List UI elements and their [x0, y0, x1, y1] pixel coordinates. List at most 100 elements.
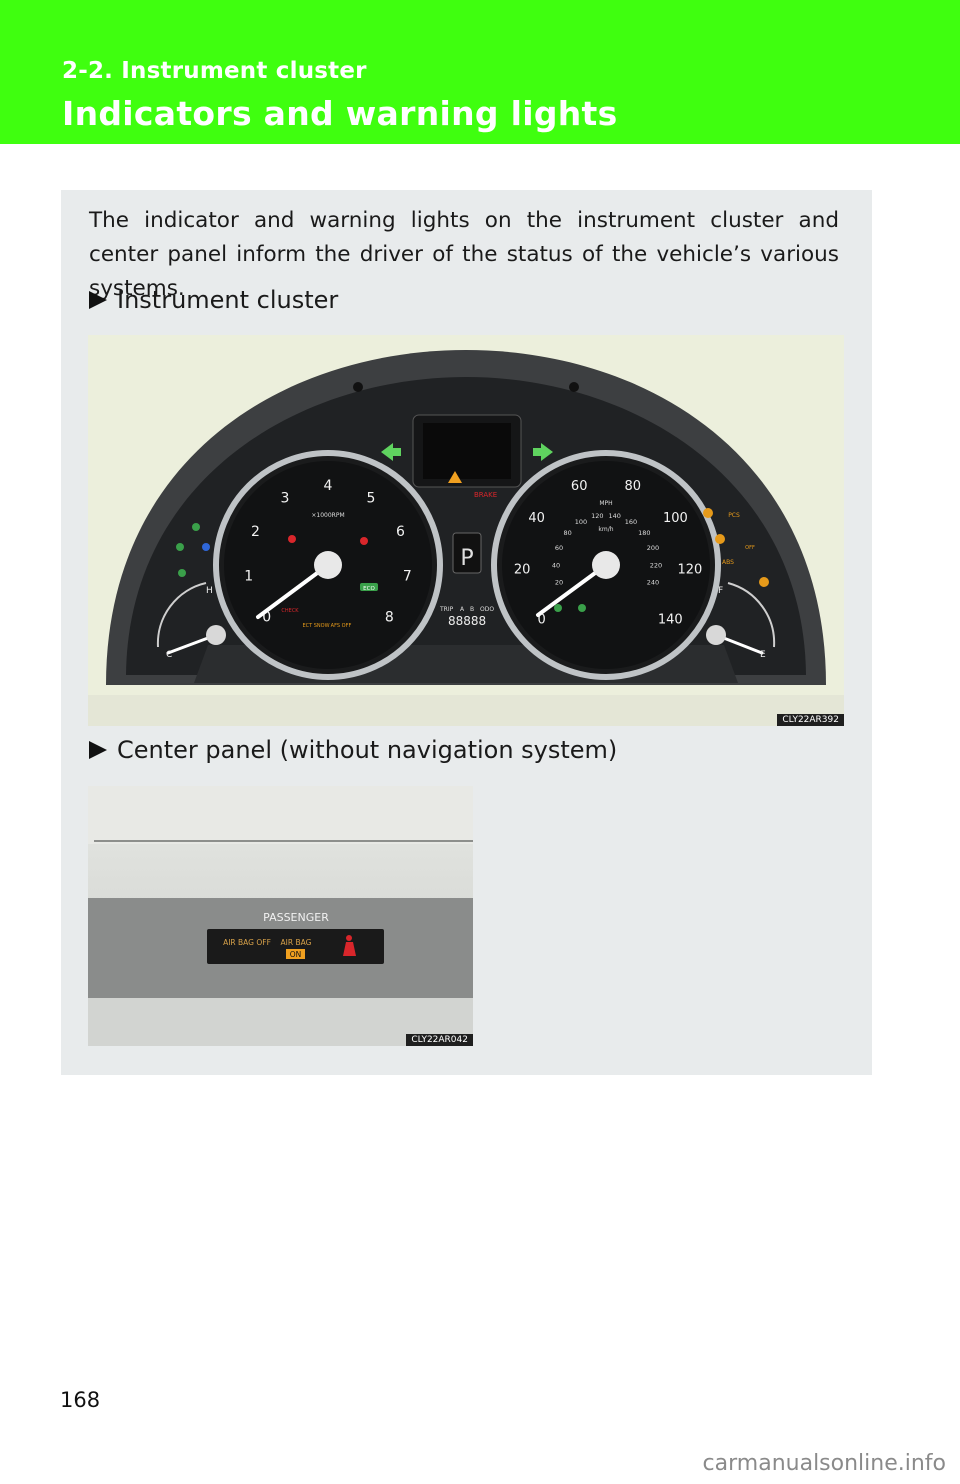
panel-top-surface	[88, 786, 473, 844]
fuel-empty-label: E	[760, 650, 766, 660]
fuel-gauge-arc	[727, 582, 776, 648]
trip-a-label: A	[460, 606, 465, 613]
trip-label: TRIP	[439, 606, 454, 613]
speedometer-hub	[592, 551, 620, 579]
speed-kmh-number: 240	[647, 578, 659, 586]
brake-warning-text: BRAKE	[474, 491, 497, 499]
left-turn-indicator-icon	[381, 443, 401, 461]
multi-info-screen	[423, 423, 511, 479]
kmh-unit: km/h	[598, 526, 613, 533]
tachometer-number: 4	[324, 478, 333, 494]
rear-fog-indicator-icon	[178, 569, 186, 577]
subhead-label: Instrument cluster	[117, 286, 339, 314]
speed-mph-number: 60	[571, 479, 588, 494]
gear-indicator: P	[460, 546, 473, 571]
triangle-bullet-icon	[89, 291, 107, 309]
eco-indicator-icon	[360, 583, 378, 591]
low-fuel-warning-icon	[759, 577, 769, 587]
pcs-text: PCS	[728, 512, 740, 519]
headlight-indicator-icon	[192, 523, 200, 531]
cruise-indicator-icon	[554, 604, 562, 612]
speed-kmh-number: 80	[564, 529, 572, 537]
temperature-gauge-arc	[156, 582, 207, 648]
seatbelt-reminder-head	[346, 935, 352, 941]
check-engine-text: CHECK	[281, 608, 299, 614]
vsc-indicator-icon	[578, 604, 586, 612]
tachometer-number: 7	[403, 568, 412, 584]
fuel-hub	[706, 625, 726, 645]
watermark: carmanualsonline.info	[702, 1451, 946, 1476]
airbag-on-label: AIR BAG	[281, 938, 312, 947]
tachometer-number: 8	[385, 609, 394, 625]
vsc-off-text: OFF	[745, 545, 755, 551]
tachometer-unit: ×1000RPM	[311, 512, 344, 519]
speed-mph-number: 80	[625, 479, 642, 494]
hood-screw	[569, 382, 579, 392]
intro-paragraph: The indicator and warning lights on the …	[89, 208, 839, 301]
airbag-on-state: ON	[290, 950, 302, 959]
tachometer-number: 5	[367, 490, 376, 506]
center-panel-figure: PASSENGER AIR BAG OFF AIR BAG ON CLY22AR…	[88, 786, 473, 1046]
afs-off-text: AFS OFF	[331, 623, 352, 629]
tachometer-numbers: 0 1 2 3 4 5 6 7 8	[244, 478, 412, 625]
airbag-on-badge	[286, 949, 305, 959]
center-panel-illustration: PASSENGER AIR BAG OFF AIR BAG ON	[88, 786, 473, 1046]
tachometer-number: 1	[244, 568, 253, 584]
speed-kmh-number: 220	[650, 561, 662, 569]
speed-kmh-number: 200	[647, 544, 659, 552]
right-turn-indicator-icon	[533, 443, 553, 461]
eco-indicator-text: ECO	[363, 586, 375, 592]
subhead-instrument-cluster: Instrument cluster	[89, 286, 338, 314]
tachometer-number: 0	[262, 609, 271, 625]
lower-background	[88, 695, 844, 726]
speed-mph-number: 120	[677, 563, 702, 578]
tachometer-needle	[256, 563, 330, 619]
tachometer-number: 2	[251, 524, 260, 540]
speed-kmh-number: 140	[608, 512, 620, 520]
speed-kmh-number: 40	[552, 561, 560, 569]
airbag-off-label: AIR BAG OFF	[223, 938, 271, 947]
speed-kmh-number: 180	[638, 529, 650, 537]
speed-kmh-number: 60	[555, 544, 563, 552]
triangle-bullet-icon	[89, 741, 107, 759]
abs-text: ABS	[722, 559, 734, 566]
speed-kmh-number: 100	[575, 518, 587, 526]
figure-code: CLY22AR392	[777, 714, 844, 726]
passenger-seatbelt-reminder-icon	[343, 942, 356, 956]
high-beam-indicator-icon	[202, 543, 210, 551]
tachometer-number: 3	[281, 490, 290, 506]
tachometer-number: 6	[396, 524, 405, 540]
page-number: 168	[60, 1388, 101, 1412]
fog-light-indicator-icon	[176, 543, 184, 551]
master-warning-icon	[448, 471, 462, 483]
odo-label: ODO	[480, 606, 494, 613]
subhead-label: Center panel (without navigation system)	[117, 736, 618, 764]
temperature-hub	[206, 625, 226, 645]
speed-kmh-number: 20	[555, 578, 563, 586]
speedometer-needle	[536, 563, 608, 617]
chapter-header: 2-2. Instrument cluster Indicators and w…	[0, 0, 960, 144]
speed-mph-number: 100	[663, 511, 688, 526]
speed-kmh-number: 120	[591, 512, 603, 520]
speed-mph-number: 40	[528, 511, 545, 526]
speed-kmh-number: 160	[625, 518, 637, 526]
hood-screw	[353, 382, 363, 392]
subhead-center-panel: Center panel (without navigation system)	[89, 736, 617, 764]
airbag-indicator-box	[207, 929, 384, 964]
tachometer-hub	[314, 551, 342, 579]
slip-indicator-icon	[715, 534, 725, 544]
speed-mph-number: 0	[538, 613, 546, 628]
seatbelt-warning-icon	[360, 537, 368, 545]
page-title: Indicators and warning lights	[62, 94, 618, 133]
temp-cold-label: C	[166, 650, 172, 660]
speed-mph-number: 20	[514, 563, 531, 578]
passenger-label: PASSENGER	[263, 911, 329, 924]
content-panel: The indicator and warning lights on the …	[61, 190, 872, 1075]
odometer-value: 88888	[448, 614, 486, 628]
tire-pressure-warning-icon	[703, 508, 713, 518]
fuel-full-label: F	[718, 586, 723, 596]
